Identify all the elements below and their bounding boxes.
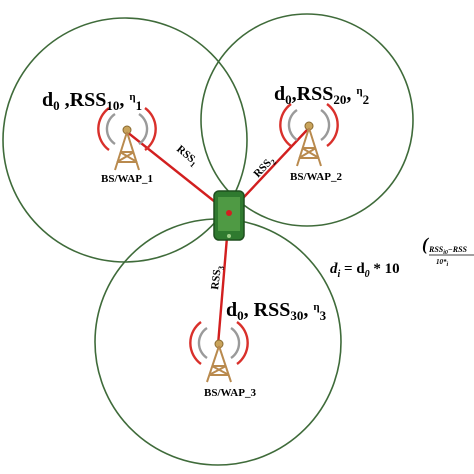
tower-icon-1 xyxy=(97,107,157,171)
link-line-1 xyxy=(126,131,230,214)
tower-label-1: BS/WAP_1 xyxy=(101,173,153,185)
station-params-3: d0, RSS30, η3 xyxy=(226,299,327,323)
station-params-1: d0 ,RSS10, η1 xyxy=(42,89,142,113)
tower-icon-3 xyxy=(189,321,249,383)
link-label-2: RSS2 xyxy=(251,154,278,181)
link-label-3: RSS3 xyxy=(209,265,226,291)
link-label-1: RSS1 xyxy=(173,143,201,169)
tower-label-2: BS/WAP_2 xyxy=(290,171,342,183)
station-params-2: d0,RSS20, η2 xyxy=(274,83,369,107)
tower-label-3: BS/WAP_3 xyxy=(204,387,256,399)
svg-text:(: ( xyxy=(422,234,430,255)
coverage-circle-2 xyxy=(200,13,414,227)
phone-icon xyxy=(213,190,245,241)
tower-icon-2 xyxy=(279,103,339,167)
distance-formula: di = d0 * 10 ( RSSi0−RSS 10*i xyxy=(330,234,474,280)
svg-text:10*i: 10*i xyxy=(436,258,449,268)
svg-text:RSSi0−RSS: RSSi0−RSS xyxy=(428,245,468,256)
svg-text:di = d0 * 10: di = d0 * 10 xyxy=(330,261,400,280)
